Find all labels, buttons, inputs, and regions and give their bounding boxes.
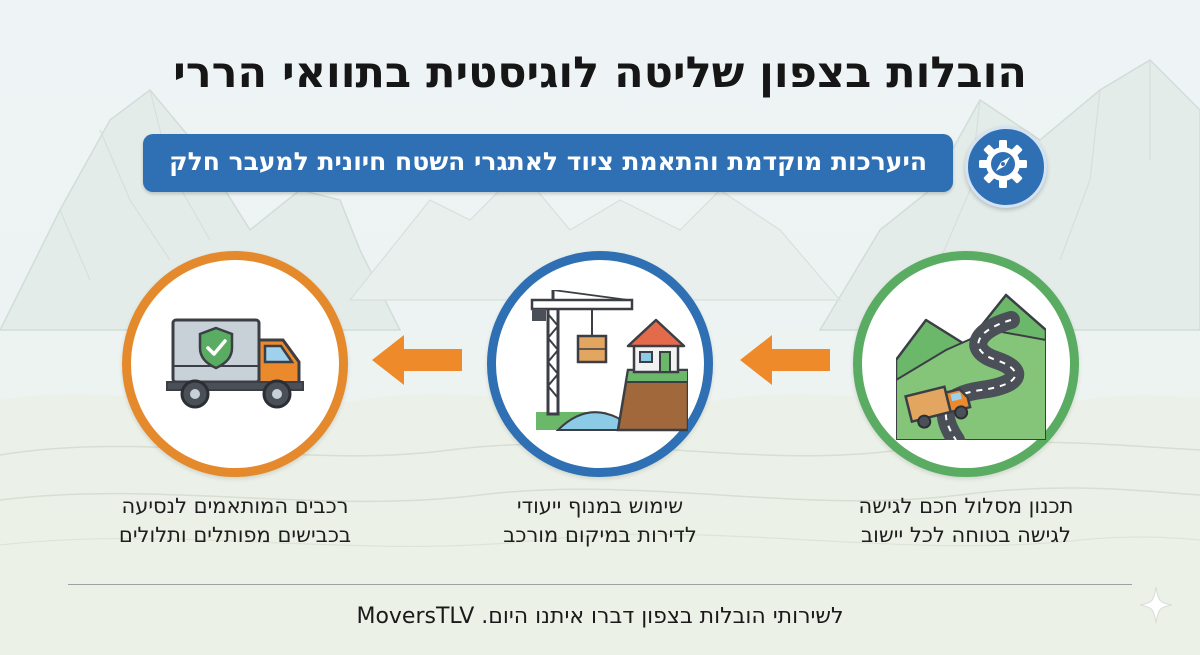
step-circle-crane [487,251,713,477]
caption-line: בכבישים מפותלים ותלולים [118,523,352,547]
footer-divider [68,584,1132,585]
arrow-shape [740,335,830,385]
step-circle-vehicles [122,251,348,477]
arrow-shape [372,335,462,385]
step-caption-vehicles: רכבים המותאמים לנסיעה בכבישים מפותלים ות… [75,492,395,550]
caption-line: שימוש במנוף ייעודי [516,494,684,518]
gear-compass-icon [965,126,1047,208]
winding-mountain-road-truck-icon [896,293,1046,440]
step-caption-route: תכנון מסלול חכם לגישה לגישה בטוחה לכל יי… [806,492,1126,550]
page-title: הובלות בצפון שליטה לוגיסטית בתוואי הררי [173,48,1027,98]
banner-text: היערכות מוקדמת והתאמת ציוד לאתגרי השטח ח… [169,147,927,176]
caption-line: לגישה בטוחה לכל יישוב [861,523,1071,547]
caption-line: לדירות במיקום מורכב [503,523,697,547]
crane-house-cliff-icon [530,290,688,432]
caption-line: תכנון מסלול חכם לגישה [858,494,1074,518]
arrow-left-icon [740,335,830,385]
arrow-left-icon [372,335,462,385]
caption-line: רכבים המותאמים לנסיעה [121,494,349,518]
step-caption-crane: שימוש במנוף ייעודי לדירות במיקום מורכב [440,492,760,550]
step-circle-route [853,251,1079,477]
footer-cta: לשירותי הובלות בצפון דברו איתנו היום. Mo… [356,604,844,629]
sparkle-icon [1139,586,1173,624]
subtitle-banner: היערכות מוקדמת והתאמת ציוד לאתגרי השטח ח… [143,134,953,192]
shielded-truck-icon [166,318,304,409]
